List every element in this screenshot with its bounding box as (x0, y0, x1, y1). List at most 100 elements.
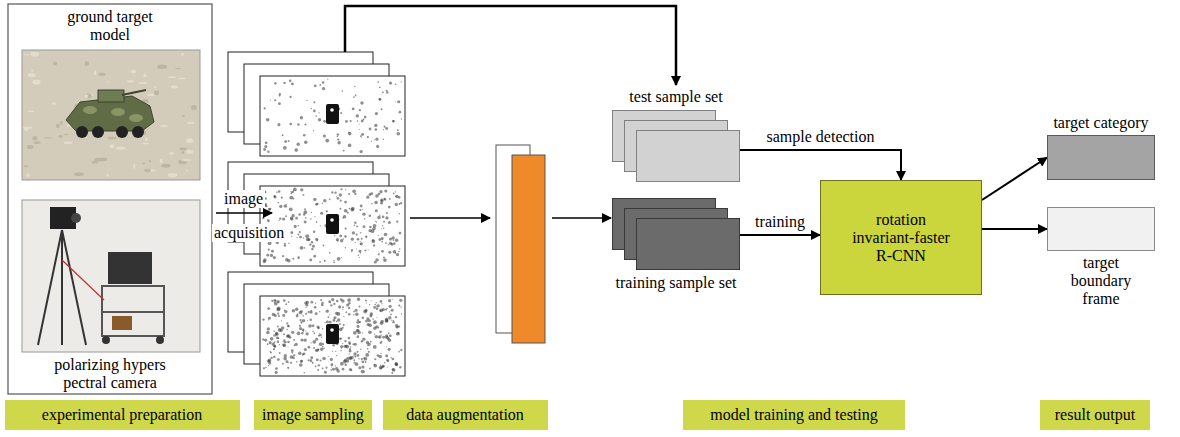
speckle (395, 203, 398, 206)
speckle (345, 236, 346, 237)
sand-spot (168, 173, 178, 177)
speckle (300, 310, 303, 313)
speckle (291, 192, 293, 194)
speckle (350, 346, 351, 347)
speckle (274, 82, 276, 84)
speckle (262, 217, 264, 219)
speckle (295, 343, 298, 346)
speckle (350, 369, 352, 371)
speckle (344, 340, 346, 342)
speckle (395, 362, 398, 365)
speckle (395, 239, 399, 243)
speckle (389, 82, 392, 85)
speckle (357, 120, 359, 122)
speckle (392, 321, 394, 323)
speckle (315, 312, 318, 315)
speckle (366, 341, 369, 344)
speckle (303, 194, 305, 196)
speckle (374, 261, 377, 264)
speckle (274, 345, 277, 348)
speckle (326, 210, 328, 212)
speckle (273, 356, 275, 358)
speckle (268, 317, 271, 320)
speckle (310, 342, 311, 343)
speckle (396, 220, 398, 222)
speckle (334, 191, 336, 193)
speckle (354, 343, 357, 346)
speckle (376, 221, 377, 222)
speckle (315, 238, 318, 241)
speckle (301, 314, 302, 315)
sand-spot (60, 121, 62, 125)
speckle (301, 360, 303, 362)
sand-spot (186, 170, 188, 172)
speckle (348, 193, 350, 195)
speckle (392, 358, 395, 361)
augment-bar (512, 155, 545, 343)
sand-spot (56, 123, 60, 128)
speckle (375, 209, 378, 212)
speckle (294, 148, 298, 152)
speckle (322, 81, 325, 84)
speckle (361, 133, 364, 136)
speckle (349, 357, 352, 360)
photo-panel: ground target model (14, 8, 206, 190)
speckle (361, 137, 362, 138)
speckle (304, 208, 306, 210)
speckle (360, 204, 363, 207)
speckle (316, 115, 318, 117)
speckle (379, 98, 381, 100)
panel-outline (8, 4, 212, 394)
speckle (343, 324, 345, 326)
speckle (331, 298, 334, 301)
sand-spot (84, 94, 88, 98)
speckle (345, 120, 348, 123)
speckle (267, 327, 270, 330)
speckle (272, 313, 276, 317)
speckle (329, 314, 330, 315)
sand-spot (191, 105, 197, 110)
speckle (385, 336, 388, 339)
speckle (278, 220, 279, 221)
speckle (348, 337, 351, 340)
speckle (305, 332, 308, 335)
flow-arrow (982, 158, 1047, 201)
speckle (376, 304, 379, 307)
speckle (374, 358, 376, 360)
speckle (282, 314, 285, 317)
speckle (337, 136, 339, 138)
speckle (362, 212, 365, 215)
speckle (273, 299, 276, 302)
speckle (310, 218, 311, 219)
speckle (363, 310, 367, 314)
speckle (276, 336, 279, 339)
speckle (329, 199, 331, 201)
speckle (323, 134, 326, 137)
sand-spot (171, 86, 178, 89)
speckle (332, 351, 333, 352)
vehicle-wheel (76, 126, 88, 138)
sand-spot (179, 77, 186, 79)
speckle (339, 193, 342, 196)
speckle (331, 191, 333, 193)
speckle (333, 303, 335, 305)
speckle (381, 200, 383, 202)
speckle (359, 150, 362, 153)
speckle (349, 353, 350, 354)
cart-frame (102, 286, 164, 336)
speckle (316, 221, 318, 223)
sand-spot (107, 81, 109, 82)
vehicle-wheel (92, 126, 104, 138)
speckle (282, 217, 285, 220)
speckle (264, 145, 267, 148)
speckle (335, 365, 336, 366)
speckle (277, 123, 280, 126)
speckle (288, 140, 290, 142)
speckle (370, 312, 374, 316)
speckle (379, 336, 380, 337)
speckle (348, 341, 351, 344)
speckle (290, 231, 293, 234)
speckle (340, 362, 344, 366)
speckle (318, 364, 320, 366)
speckle (283, 82, 285, 84)
